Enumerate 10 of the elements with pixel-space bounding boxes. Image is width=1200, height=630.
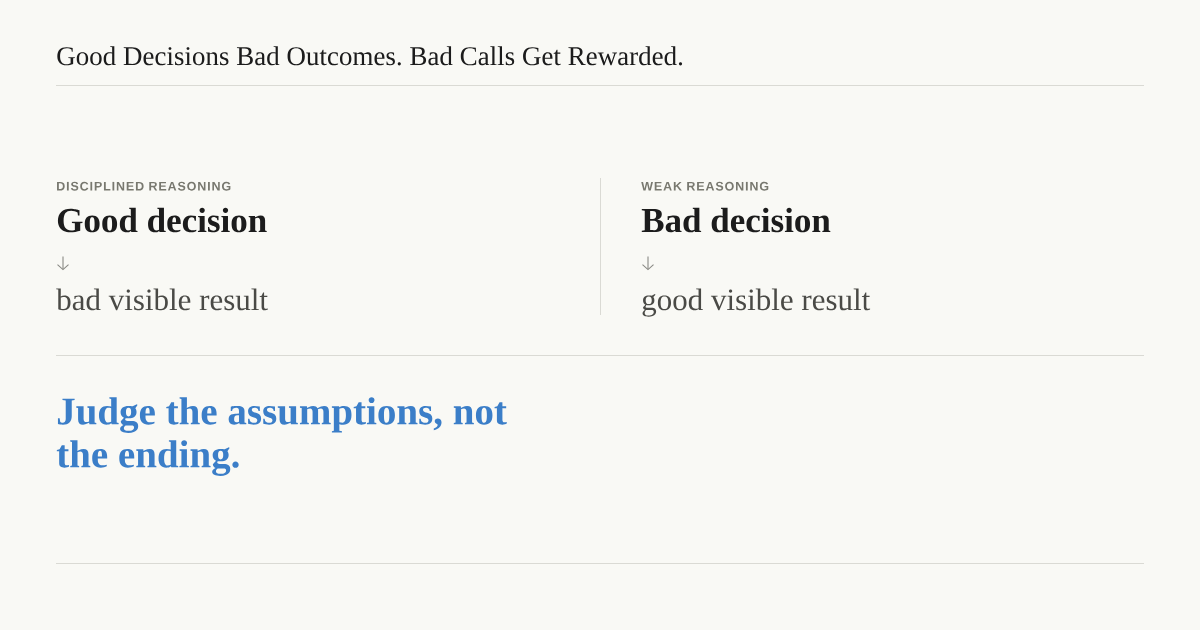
- result-text: bad visible result: [56, 288, 268, 311]
- arrow: [56, 256, 70, 271]
- arrow: [641, 256, 655, 271]
- takeaway-text: Judge the assumptions, not the ending.: [56, 397, 507, 476]
- decision-heading: Good decision: [57, 207, 267, 233]
- section-label: DISCIPLINED REASONING: [57, 181, 231, 191]
- result-text: good visible result: [642, 288, 871, 317]
- page-title: Good Decisions Bad Outcomes. Bad Calls Get Rewarded.: [57, 46, 683, 66]
- decision-heading: Bad decision: [641, 207, 831, 233]
- section-label: WEAK REASONING: [641, 181, 769, 191]
